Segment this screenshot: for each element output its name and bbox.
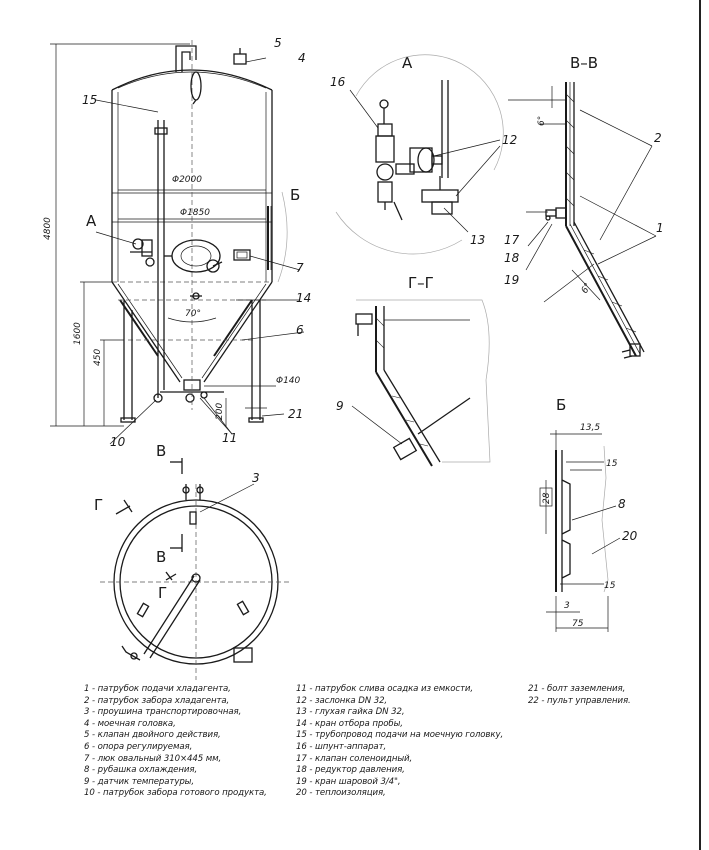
legend-item: 13 - глухая гайка DN 32, [296, 707, 405, 718]
legend-column-1: 1 - патрубок подачи хладагента, 2 - патр… [84, 684, 267, 800]
legend-item: 11 - патрубок слива осадка из емкости, [296, 684, 474, 694]
callout-21: 21 [288, 407, 303, 421]
legend-item: 4 - моечная головка, [84, 718, 176, 729]
section-gg-view: Г–Г 9 [336, 274, 491, 467]
legend-item: 19 - кран шаровой 3/4", [296, 776, 401, 787]
section-vv-view: В–В 6° 6° [504, 54, 664, 359]
overall-height-label: 4800 [43, 217, 53, 240]
callout-20: 20 [622, 529, 638, 543]
leg-height-label: 450 [93, 349, 103, 366]
tank-elevation-view: 70° Φ2000 Φ1850 4800 1600 450 Φ140 200 [43, 36, 311, 449]
legend-item: 1 - патрубок подачи хладагента, [84, 684, 231, 694]
callout-4: 4 [298, 51, 306, 65]
callout-8: 8 [618, 497, 626, 511]
callout-12: 12 [502, 133, 517, 147]
legend-item: 21 - болт заземления, [528, 684, 626, 694]
dim-15-top: 15 [606, 459, 618, 469]
detail-b-title: Б [556, 396, 566, 414]
legend-item: 10 - патрубок забора готового продукта, [84, 788, 267, 799]
cone-height-label: 1600 [73, 322, 83, 345]
legend-item: 18 - редуктор давления, [296, 765, 405, 776]
section-vv-title: В–В [570, 54, 598, 72]
legend-column-3: 21 - болт заземления, 22 - пульт управле… [528, 684, 631, 707]
legend-item: 6 - опора регулируемая, [84, 741, 193, 752]
dim-13-5: 13,5 [580, 423, 600, 433]
callout-15: 15 [82, 93, 97, 107]
dim-15-bottom: 15 [604, 581, 616, 591]
legend-item: 7 - люк овальный 310×445 мм, [84, 753, 222, 764]
detail-b-view: Б 13,5 15 28 15 3 75 8 20 [539, 396, 638, 632]
legend-column-2: 11 - патрубок слива осадка из емкости, 1… [296, 684, 503, 800]
callout-18: 18 [504, 251, 520, 265]
legend-item: 17 - клапан соленоидный, [296, 753, 413, 764]
callout-9: 9 [336, 399, 344, 413]
legend-item: 15 - трубопровод подачи на моечную голов… [296, 730, 504, 741]
callout-7: 7 [296, 261, 304, 275]
legend-item: 9 - датчик температуры, [84, 776, 194, 787]
legend-item: 3 - проушина транспортировочная, [84, 707, 242, 718]
legend-item: 20 - теплоизоляция, [296, 788, 386, 799]
plan-section-g-mid: Г [158, 584, 167, 602]
callout-6: 6 [296, 323, 304, 337]
dim-3: 3 [564, 601, 570, 611]
legend-item: 12 - заслонка DN 32, [296, 695, 388, 706]
callout-10: 10 [110, 435, 126, 449]
plan-section-g-left: Г [94, 496, 103, 514]
callout-14: 14 [296, 291, 311, 305]
detail-a-view: А 16 12 13 [330, 54, 517, 255]
legend-item: 22 - пульт управления. [528, 695, 631, 706]
angle-bottom-label: 6° [580, 282, 594, 296]
dim-75: 75 [572, 619, 584, 629]
plan-section-v-top: В [156, 442, 166, 460]
legend-item: 14 - кран отбора пробы, [296, 718, 403, 729]
callout-13: 13 [470, 233, 485, 247]
detail-a-marker: А [86, 212, 97, 230]
outlet-diameter-label: Φ140 [276, 376, 301, 386]
callout-1: 1 [656, 221, 664, 235]
section-gg-title: Г–Г [408, 274, 434, 292]
callout-17: 17 [504, 233, 520, 247]
angle-top-label: 6° [537, 116, 547, 126]
cone-angle-label: 70° [185, 309, 201, 319]
legend-item: 5 - клапан двойного действия, [84, 730, 221, 741]
legend-item: 8 - рубашка охлаждения, [84, 765, 198, 776]
callout-3: 3 [252, 471, 260, 485]
legend-item: 2 - патрубок забора хладагента, [84, 695, 230, 706]
callout-16: 16 [330, 75, 346, 89]
legend-item: 16 - шпунт-аппарат, [296, 741, 387, 752]
callout-5: 5 [274, 36, 282, 50]
page-edge-line [699, 0, 701, 850]
callout-11: 11 [222, 431, 237, 445]
detail-a-title: А [402, 54, 413, 72]
outer-diameter-label: Φ2000 [172, 175, 202, 185]
dim-28: 28 [542, 492, 552, 504]
callout-2: 2 [654, 131, 662, 145]
bottom-clearance-label: 200 [215, 403, 225, 420]
plan-view: В В Г Г 3 [94, 442, 292, 680]
section-b-marker: Б [290, 186, 300, 204]
inner-diameter-label: Φ1850 [180, 208, 210, 218]
plan-section-v-mid: В [156, 548, 166, 566]
callout-19: 19 [504, 273, 519, 287]
